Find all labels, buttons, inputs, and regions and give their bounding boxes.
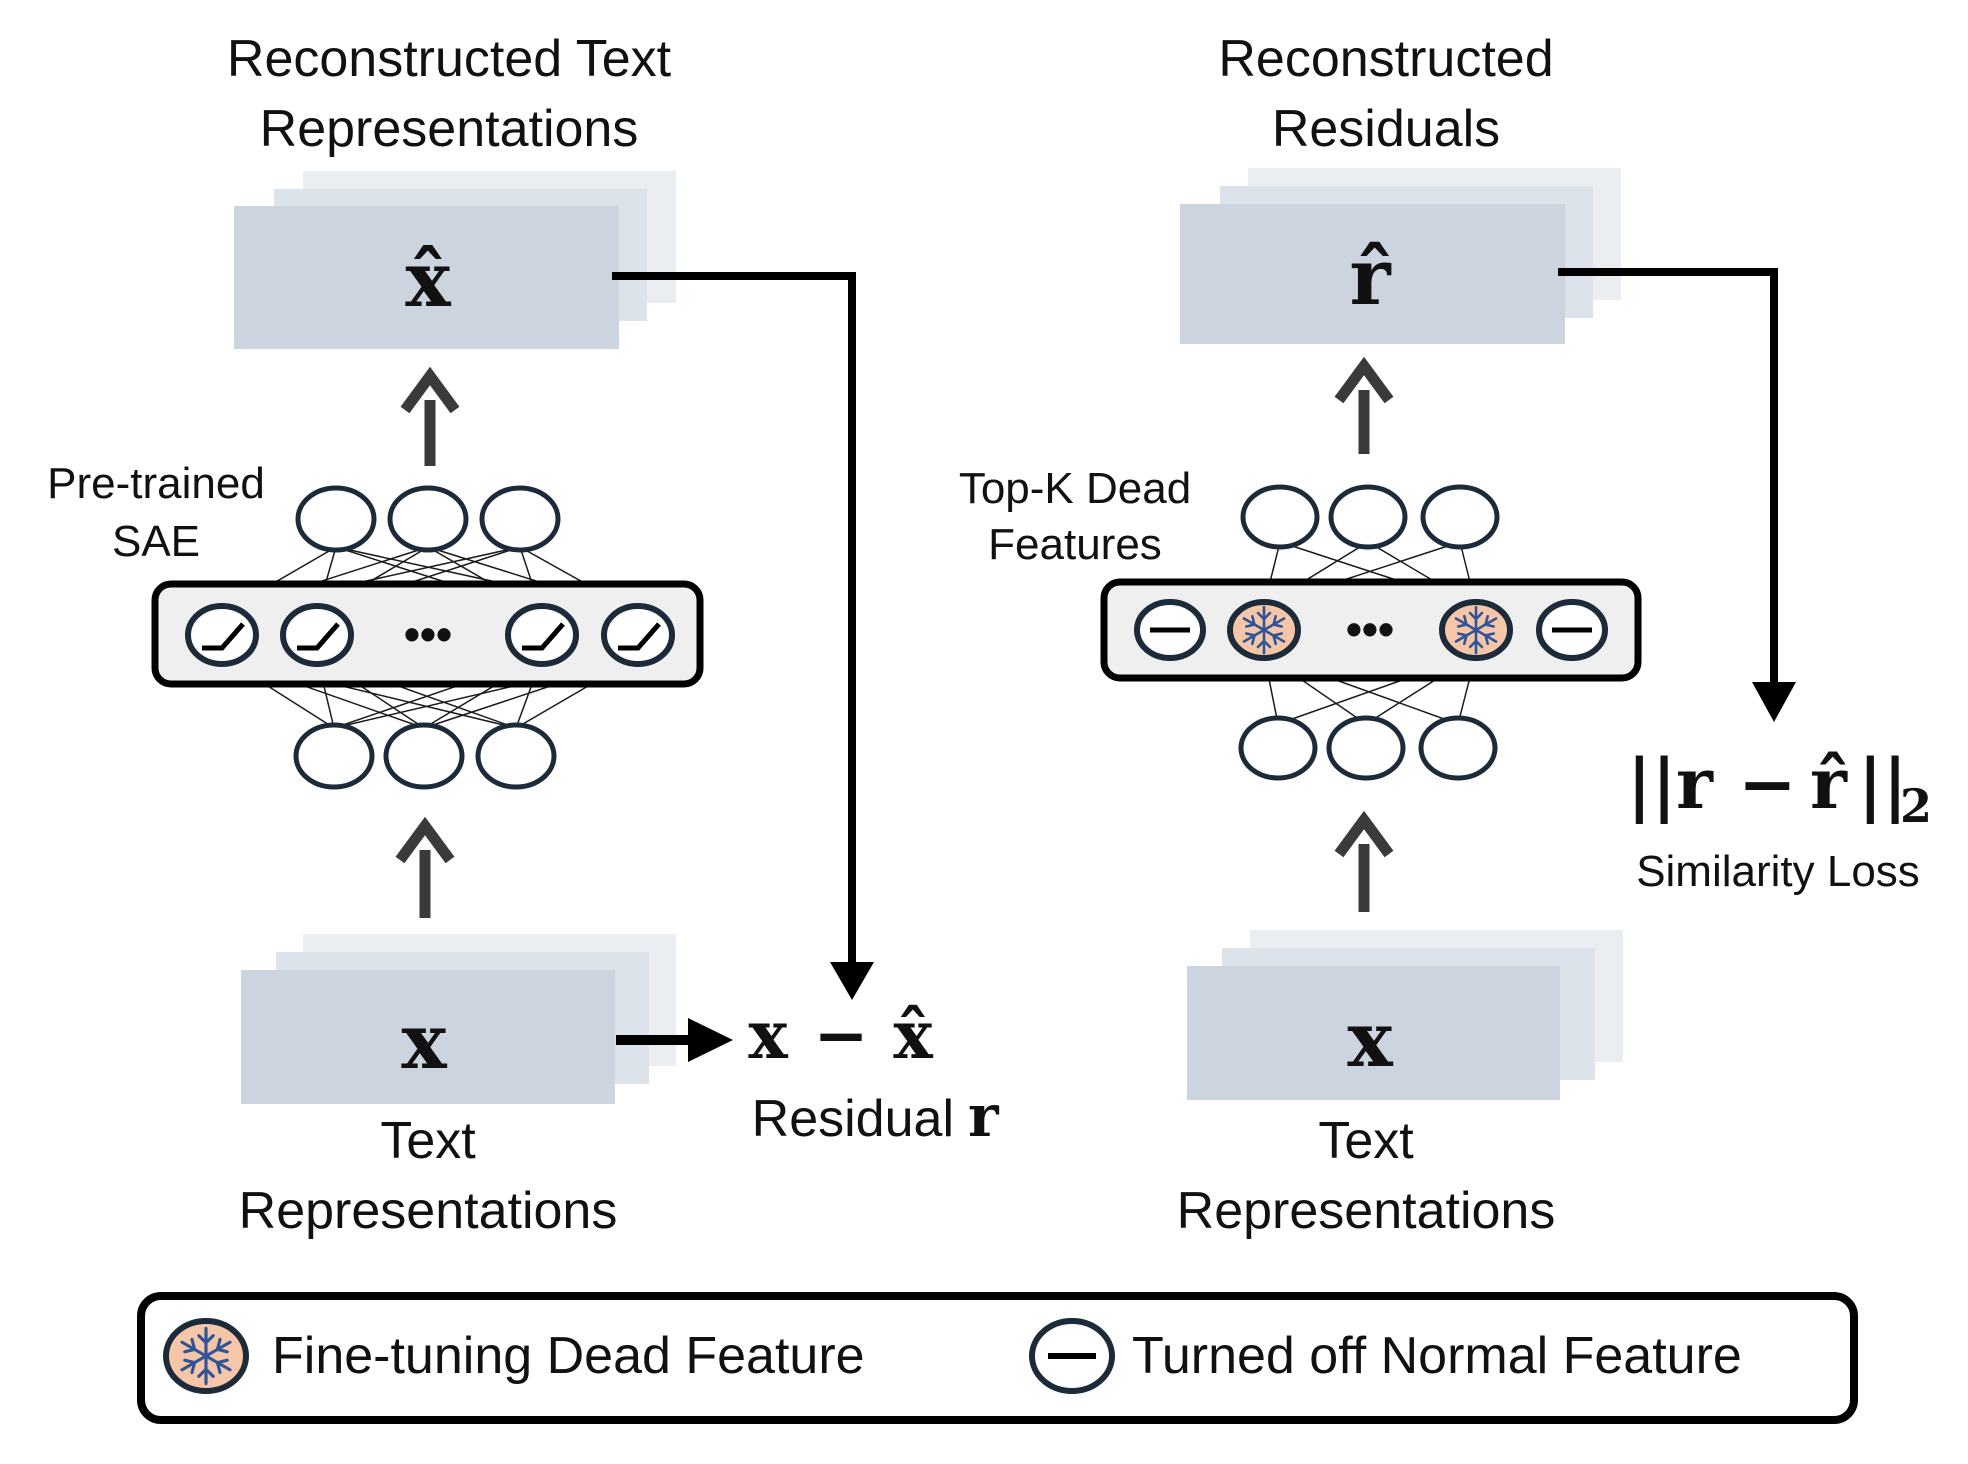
right-output-nodes [1240, 484, 1500, 550]
node [475, 722, 557, 790]
legend-box [137, 1292, 1858, 1424]
legend-off-feature-label: Turned off Normal Feature [1132, 1327, 1742, 1385]
left-module-label-line2: SAE [112, 517, 200, 566]
left-x-symbol: x [401, 997, 447, 1086]
loss-subscript: 2 [1900, 779, 1932, 833]
dead-feature-node [1227, 599, 1301, 661]
node [383, 722, 465, 790]
turned-off-node [1536, 599, 1608, 661]
turned-off-node [1134, 599, 1206, 661]
right-upper-arrow [1334, 356, 1394, 454]
node [1420, 484, 1500, 550]
left-input-card-stack: x [241, 934, 676, 1104]
node [1326, 715, 1406, 781]
legend: Fine-tuning Dead Feature Turned off Norm… [137, 1292, 1858, 1424]
residual-r-symbol: r [968, 1082, 1000, 1150]
loss-r: r [1676, 742, 1714, 825]
right-input-card-stack: x [1187, 930, 1623, 1100]
residual-xhat: x̂ [893, 996, 933, 1074]
loss-close-bars: || [1858, 745, 1907, 825]
right-reconstructed-card-stack: r̂ [1180, 168, 1621, 344]
legend-off-feature-swatch [1029, 1318, 1115, 1394]
rhat-to-loss-connector [1558, 268, 1778, 690]
left-relu-nodes [185, 603, 675, 667]
right-x-symbol: x [1347, 995, 1393, 1084]
left-ellipsis: ••• [404, 608, 452, 660]
node [387, 485, 469, 553]
left-input-nodes [293, 722, 557, 790]
left-module-label-line1: Pre-trained [47, 459, 265, 508]
relu-node [280, 603, 354, 667]
relu-node [505, 603, 579, 667]
left-panel: Reconstructed Text Representations x̂ [47, 30, 1000, 1240]
loss-open-bars: || [1627, 745, 1676, 825]
legend-dead-feature-label: Fine-tuning Dead Feature [272, 1327, 865, 1385]
relu-icon [202, 622, 245, 651]
node [1418, 715, 1498, 781]
node [1328, 484, 1408, 550]
residual-minus: − [813, 996, 868, 1074]
right-topk-module-box [1100, 578, 1642, 682]
loss-down-arrowhead [1752, 682, 1796, 722]
right-title-line2: Residuals [1272, 100, 1500, 158]
right-input-nodes [1238, 715, 1498, 781]
relu-icon [522, 622, 565, 651]
relu-node [185, 603, 259, 667]
residual-formula: x − x̂ [748, 996, 933, 1074]
left-lower-arrow [395, 816, 455, 918]
xhat-to-residual-connector [612, 272, 856, 972]
left-reconstructed-card-stack: x̂ [234, 171, 676, 349]
relu-icon [618, 622, 661, 651]
left-upper-arrow [400, 366, 460, 466]
node [1238, 715, 1318, 781]
right-module-label-line2: Features [988, 520, 1162, 569]
x-to-residual-arrowhead [688, 1018, 733, 1062]
node [293, 722, 375, 790]
loss-label: Similarity Loss [1636, 847, 1920, 896]
right-feature-nodes [1134, 599, 1608, 661]
relu-icon [297, 622, 340, 651]
right-ellipsis: ••• [1346, 603, 1394, 655]
left-title-line2: Representations [260, 100, 639, 158]
right-rhat-symbol: r̂ [1349, 232, 1391, 323]
relu-node [601, 603, 675, 667]
loss-rhat: r̂ [1810, 742, 1848, 825]
loss-formula: || r − r̂ || 2 [1627, 742, 1932, 833]
residual-down-arrowhead [830, 962, 874, 1000]
left-bottom-label-line2: Representations [239, 1182, 618, 1240]
legend-dead-feature-swatch [163, 1318, 249, 1394]
right-lower-arrow [1334, 810, 1394, 912]
left-title-line1: Reconstructed Text [227, 30, 672, 88]
residual-label: Residual [752, 1090, 954, 1148]
left-output-nodes [295, 485, 561, 553]
loss-minus: − [1738, 742, 1797, 825]
left-xhat-symbol: x̂ [405, 235, 451, 324]
right-title-line1: Reconstructed [1218, 30, 1553, 88]
right-panel: Reconstructed Residuals r̂ [959, 30, 1932, 1240]
dead-feature-node [1439, 599, 1513, 661]
left-bottom-label-line1: Text [380, 1112, 476, 1170]
node [1240, 484, 1320, 550]
right-bottom-label-line1: Text [1318, 1112, 1414, 1170]
right-bottom-label-line2: Representations [1177, 1182, 1556, 1240]
node [295, 485, 377, 553]
node [479, 485, 561, 553]
residual-x: x [748, 996, 788, 1074]
right-module-label-line1: Top-K Dead [959, 464, 1191, 513]
